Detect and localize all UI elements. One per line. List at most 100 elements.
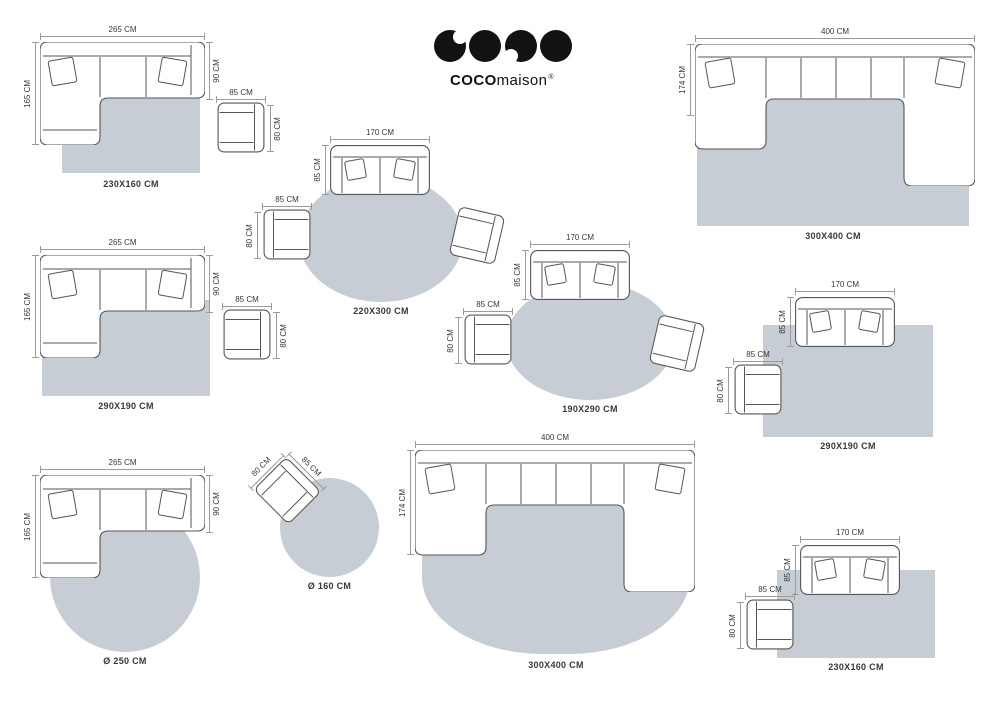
dimension-line bbox=[787, 297, 794, 347]
dimension-text: 85 CM bbox=[778, 310, 787, 334]
g10-dim-sofa-width: 170 CM bbox=[800, 528, 900, 543]
g3-dim-chair-depth: 80 CM bbox=[273, 312, 288, 359]
g1-dim-sofa-height: 165 CM bbox=[23, 42, 39, 145]
g4-armchair-right bbox=[448, 206, 505, 265]
logo-text-light: maison bbox=[496, 72, 548, 89]
g1-rug-size-label: 230X160 CM bbox=[103, 179, 159, 189]
dimension-text: 165 CM bbox=[23, 512, 32, 541]
dimension-text: 170 CM bbox=[830, 280, 860, 289]
dimension-line bbox=[725, 367, 732, 414]
g10-dim-chair-depth: 80 CM bbox=[728, 602, 744, 649]
g2-dim-sofa-height: 174 CM bbox=[678, 44, 694, 116]
dimension-text: 170 CM bbox=[835, 528, 865, 537]
cocomaison-logo-icon bbox=[434, 30, 572, 63]
dimension-text: 80 CM bbox=[446, 328, 455, 353]
g6-sofa bbox=[795, 297, 895, 347]
g3-rug-size-label: 290X190 CM bbox=[98, 401, 154, 411]
g5-rug-size-label: 190X290 CM bbox=[562, 404, 618, 414]
g7-rug-size-label: Ø 250 CM bbox=[103, 656, 147, 666]
g7-dim-sofa-width: 265 CM bbox=[40, 458, 205, 473]
dimension-line bbox=[40, 466, 205, 473]
dimension-text: 265 CM bbox=[108, 25, 137, 34]
dimension-line bbox=[415, 441, 695, 448]
g4-dim-chair-depth: 80 CM bbox=[245, 212, 261, 259]
dimension-text: 170 CM bbox=[565, 233, 595, 242]
dimension-line bbox=[330, 136, 430, 143]
g4-rug-size-label: 220X300 CM bbox=[353, 306, 409, 316]
dimension-text: 90 CM bbox=[212, 492, 221, 516]
g1-dim-sofa-depth: 90 CM bbox=[206, 42, 221, 100]
g9-dim-sofa-height: 174 CM bbox=[398, 450, 414, 555]
g6-rug-size-label: 290X190 CM bbox=[820, 441, 876, 451]
g3-dim-sofa-height: 165 CM bbox=[23, 255, 39, 358]
g5-rug bbox=[506, 282, 674, 400]
dimension-text: 400 CM bbox=[540, 433, 570, 442]
registered-mark: ® bbox=[548, 74, 554, 81]
g4-rug bbox=[299, 176, 463, 302]
dimension-line bbox=[800, 536, 900, 543]
dimension-line bbox=[267, 105, 274, 152]
dimension-line bbox=[455, 317, 462, 364]
g10-dim-chair-width: 85 CM bbox=[745, 585, 795, 600]
g9-rug-size-label: 300X400 CM bbox=[528, 660, 584, 670]
g6-dim-chair-width: 85 CM bbox=[733, 350, 783, 365]
dimension-line bbox=[206, 255, 213, 313]
dimension-line bbox=[216, 96, 266, 103]
dimension-text: 80 CM bbox=[273, 116, 282, 141]
g6-dim-sofa-depth: 85 CM bbox=[778, 297, 794, 347]
dimension-text: 400 CM bbox=[820, 27, 850, 36]
g3-armchair bbox=[224, 310, 271, 360]
dimension-line bbox=[463, 308, 513, 315]
dimension-line bbox=[407, 450, 414, 555]
g4-dim-sofa-depth: 85 CM bbox=[313, 145, 329, 195]
g7-dim-sofa-depth: 90 CM bbox=[206, 475, 221, 533]
dimension-line bbox=[32, 475, 39, 578]
g5-dim-sofa-depth: 85 CM bbox=[513, 250, 529, 300]
dimension-line bbox=[522, 250, 529, 300]
g1-corner-sofa bbox=[40, 42, 205, 145]
g5-sofa bbox=[530, 250, 630, 300]
dimension-text: 85 CM bbox=[229, 88, 253, 97]
logo-wordmark: COCOmaison® bbox=[420, 72, 584, 89]
g3-dim-sofa-depth: 90 CM bbox=[206, 255, 221, 313]
dimension-line bbox=[222, 303, 272, 310]
dimension-text: 85 CM bbox=[313, 158, 322, 182]
g10-rug-size-label: 230X160 CM bbox=[828, 662, 884, 672]
dimension-text: 85 CM bbox=[235, 295, 259, 304]
g4-armchair-left bbox=[264, 210, 311, 260]
g3-corner-sofa bbox=[40, 255, 205, 358]
dimension-line bbox=[733, 358, 783, 365]
g3-dim-chair-width: 85 CM bbox=[222, 295, 272, 310]
dimension-text: 174 CM bbox=[678, 65, 687, 95]
g10-armchair bbox=[747, 600, 794, 650]
dimension-text: 90 CM bbox=[212, 59, 221, 83]
g3-dim-sofa-width: 265 CM bbox=[40, 238, 205, 253]
dimension-text: 90 CM bbox=[212, 272, 221, 296]
dimension-line bbox=[745, 593, 795, 600]
dimension-line bbox=[530, 241, 630, 248]
g6-armchair bbox=[735, 365, 782, 415]
g2-dim-sofa-width: 400 CM bbox=[695, 27, 975, 42]
dimension-line bbox=[737, 602, 744, 649]
g5-armchair-left bbox=[465, 315, 512, 365]
g2-rug-size-label: 300X400 CM bbox=[805, 231, 861, 241]
dimension-text: 85 CM bbox=[783, 558, 792, 582]
g10-dim-sofa-depth: 85 CM bbox=[783, 545, 799, 595]
dimension-line bbox=[40, 246, 205, 253]
g9-dim-sofa-width: 400 CM bbox=[415, 433, 695, 448]
g4-dim-sofa-width: 170 CM bbox=[330, 128, 430, 143]
g6-dim-chair-depth: 80 CM bbox=[716, 367, 732, 414]
dimension-text: 165 CM bbox=[23, 79, 32, 108]
g6-dim-sofa-width: 170 CM bbox=[795, 280, 895, 295]
g1-dim-chair-depth: 80 CM bbox=[267, 105, 282, 152]
g9-u-sofa bbox=[415, 450, 695, 592]
dimension-line bbox=[32, 42, 39, 145]
dimension-line bbox=[40, 33, 205, 40]
dimension-text: 80 CM bbox=[716, 378, 725, 403]
logo-text-bold: COCO bbox=[450, 72, 497, 89]
g1-armchair bbox=[218, 103, 265, 153]
g5-dim-sofa-width: 170 CM bbox=[530, 233, 630, 248]
dimension-text: 85 CM bbox=[476, 300, 500, 309]
g1-dim-chair-width: 85 CM bbox=[216, 88, 266, 103]
